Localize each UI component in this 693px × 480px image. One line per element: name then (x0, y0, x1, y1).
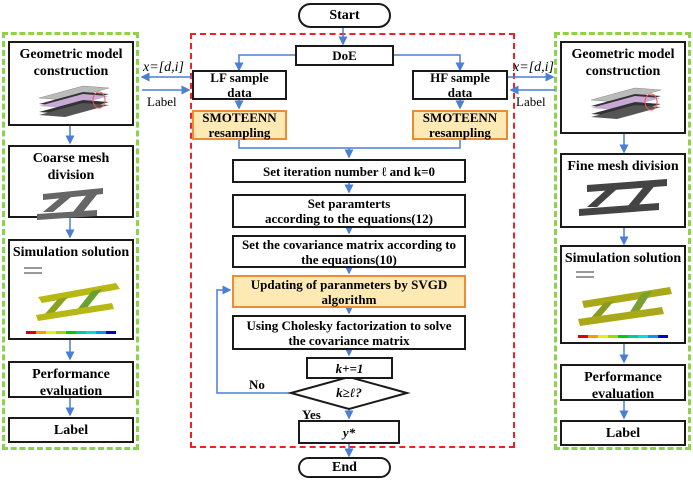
lf-simulation-box: Simulation solution (8, 239, 134, 340)
lf-smoteenn-label: SMOTEENN resampling (202, 110, 277, 140)
lf-stress-contour-icon (24, 267, 120, 334)
start-node: Start (298, 3, 391, 28)
yes-label: Yes (302, 407, 321, 422)
set-parameters-line2: according to the equations(12) (265, 211, 433, 226)
hf-geometric-model-box: Geometric model construction (560, 41, 686, 134)
set-iteration-box: Set iteration number ℓ and k=0 (232, 159, 466, 183)
coarse-mesh-icon (37, 188, 103, 220)
lf-sample-data-label: LF sample data (210, 70, 269, 100)
hf-perf-line2: evaluation (591, 387, 655, 402)
no-label: No (249, 377, 265, 392)
increment-label: k+=1 (335, 360, 364, 376)
lf-perf-line1: Performance (32, 367, 110, 382)
lf-label-box-text: Label (53, 423, 89, 438)
decision-label: k≥ℓ? (336, 385, 362, 400)
output-box: y* (298, 420, 400, 444)
start-label: Start (329, 7, 360, 23)
decision-diamond (287, 375, 411, 411)
doe-label: DoE (332, 48, 357, 63)
lf-geometric-model-box: Geometric model construction (8, 41, 134, 126)
output-label: y* (342, 424, 356, 440)
hf-sample-data-box: HF sample data (412, 70, 508, 100)
lf-geo-line1: Geometric model (19, 47, 123, 62)
hf-simulation-panel (554, 32, 691, 450)
coarse-mesh-box: Coarse mesh division (8, 145, 134, 220)
hf-perf-line1: Performance (584, 370, 662, 385)
cholesky-line2: the covariance matrix (288, 332, 410, 348)
set-parameters-box: Set paramterts according to the equation… (232, 194, 466, 228)
fine-mesh-label: Fine mesh division (567, 159, 679, 174)
lf-simulation-panel (2, 32, 139, 450)
algorithm-frame (190, 33, 515, 448)
lf-simulation-label: Simulation solution (12, 245, 130, 260)
hf-simulation-box: Simulation solution (560, 245, 686, 344)
end-node: End (298, 457, 391, 478)
svgd-update-line2: algorithm (321, 291, 377, 307)
lf-perf-line2: evaluation (39, 384, 103, 399)
svgd-update-line1: Updating of paranmeters by SVGD (250, 276, 448, 292)
hf-geo-line1: Geometric model (571, 47, 675, 62)
hf-label-box-text: Label (605, 426, 641, 441)
lf-x-label: x=[d,i] (143, 60, 184, 75)
arrow-doe-lf (234, 54, 295, 72)
hf-smoteenn-box: SMOTEENN resampling (412, 110, 508, 140)
set-covariance-line2: the equations(10) (301, 251, 397, 267)
hf-simulation-label: Simulation solution (564, 251, 682, 266)
hf-label-box: Label (560, 420, 686, 446)
arrow-doe-hf (393, 54, 465, 72)
plate-model-icon (590, 87, 662, 119)
hf-stress-contour-icon (576, 271, 672, 338)
hf-geo-line2: construction (585, 64, 661, 79)
hf-label-text: Label (516, 94, 546, 109)
set-parameters-line1: Set paramterts (307, 196, 391, 211)
end-label: End (332, 459, 357, 475)
increment-box: k+=1 (306, 357, 393, 379)
set-covariance-line1: Set the covariance matrix according to (241, 236, 457, 252)
hf-sample-data-label: HF sample data (430, 70, 490, 100)
hf-smoteenn-label: SMOTEENN resampling (422, 110, 498, 140)
hf-x-label: x=[d,i] (513, 60, 554, 75)
lf-label-text: Label (147, 94, 177, 109)
set-iteration-label: Set iteration number ℓ and k=0 (262, 163, 436, 179)
lf-smoteenn-box: SMOTEENN resampling (192, 110, 287, 140)
fine-mesh-box: Fine mesh division (560, 153, 686, 228)
lf-geo-line2: construction (33, 64, 109, 79)
plate-model-icon (38, 85, 110, 117)
lf-label-box: Label (8, 417, 134, 443)
hf-performance-box: Performance evaluation (560, 364, 686, 402)
cholesky-box: Using Cholesky factorization to solve th… (232, 315, 466, 350)
cholesky-line1: Using Cholesky factorization to solve (246, 317, 452, 333)
arrow-loop-back (216, 285, 291, 394)
svgd-update-box: Updating of paranmeters by SVGD algorith… (232, 275, 466, 308)
set-covariance-box: Set the covariance matrix according to t… (232, 235, 466, 268)
coarse-mesh-label: Coarse mesh division (32, 151, 110, 183)
fine-mesh-icon (579, 179, 667, 216)
lf-performance-box: Performance evaluation (8, 361, 134, 399)
lf-sample-data-box: LF sample data (192, 70, 287, 100)
doe-box: DoE (295, 45, 394, 66)
